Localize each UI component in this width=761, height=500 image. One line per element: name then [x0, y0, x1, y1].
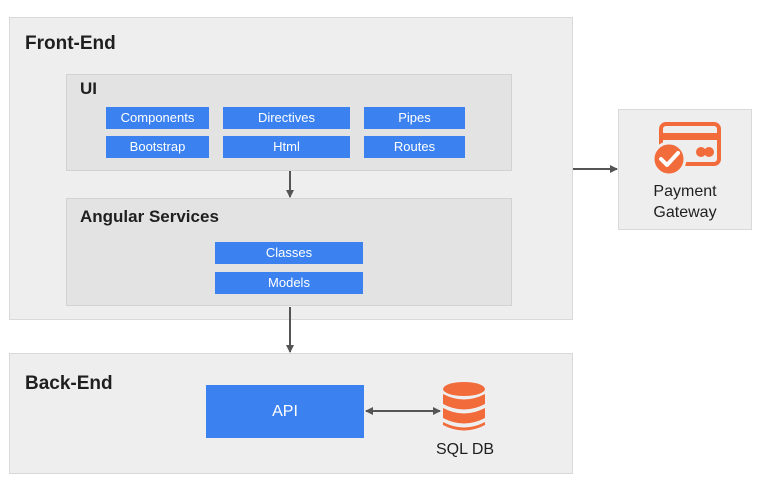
sql-db-label: SQL DB [435, 441, 495, 458]
payment-gateway-label-line2: Gateway [653, 204, 717, 221]
backend-title: Back-End [25, 373, 113, 394]
services-title: Angular Services [80, 207, 219, 226]
ui-title: UI [80, 79, 97, 98]
chip-bootstrap: Bootstrap [106, 136, 209, 158]
chip-components: Components [106, 107, 209, 129]
chip-html: Html [223, 136, 350, 158]
payment-gateway-panel: Payment Gateway [618, 109, 752, 230]
frontend-title: Front-End [25, 33, 116, 54]
chip-directives: Directives [223, 107, 350, 129]
payment-gateway-label-line1: Payment [653, 183, 717, 200]
api-box: API [206, 385, 364, 438]
chip-routes: Routes [364, 136, 465, 158]
chip-classes: Classes [215, 242, 363, 264]
chip-models: Models [215, 272, 363, 294]
database-icon [443, 382, 485, 431]
credit-card-check-icon [651, 122, 721, 177]
chip-pipes: Pipes [364, 107, 465, 129]
